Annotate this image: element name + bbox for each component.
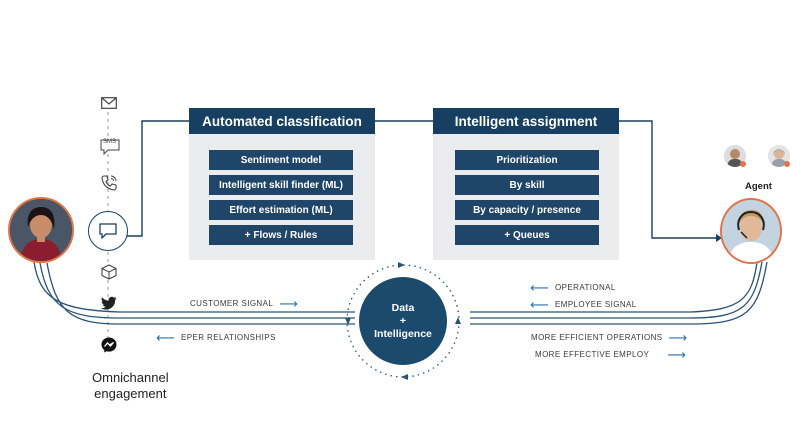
- chat-icon: [99, 223, 117, 239]
- phone-icon: [100, 174, 118, 192]
- center-line-3: Intelligence: [374, 327, 432, 340]
- effective-employ-text: MORE EFFECTIVE EMPLOY: [535, 350, 650, 359]
- assignment-item: + Queues: [455, 225, 599, 245]
- classification-title: Automated classification: [189, 108, 375, 134]
- customer-relationships-text: EPER RELATIONSHIPS: [181, 333, 276, 342]
- twitter-icon: [100, 294, 118, 312]
- center-line-1: Data: [391, 301, 415, 314]
- chat-icon-circle: [88, 211, 128, 251]
- arrow-left-icon: ⟵: [530, 296, 550, 312]
- agent-label: Agent: [745, 181, 772, 192]
- center-line-2: +: [399, 314, 407, 327]
- arrow-right-icon: ⟶: [667, 346, 687, 362]
- status-dot: [740, 161, 746, 167]
- operational-text: OPERATIONAL: [555, 283, 616, 292]
- classification-item: Effort estimation (ML): [209, 200, 353, 220]
- omnichannel-line-1: Omnichannel: [92, 370, 169, 385]
- employee-signal-text: EMPLOYEE SIGNAL: [555, 300, 637, 309]
- efficient-operations-label: MORE EFFICIENT OPERATIONS ⟶: [531, 329, 688, 345]
- sms-icon-text: SMS: [103, 139, 117, 145]
- efficient-operations-text: MORE EFFICIENT OPERATIONS: [531, 333, 663, 342]
- assignment-item: By capacity / presence: [455, 200, 599, 220]
- effective-employ-label: MORE EFFECTIVE EMPLOY ⟶: [535, 346, 687, 362]
- employee-signal-label: ⟵ EMPLOYEE SIGNAL: [530, 296, 637, 312]
- sms-icon: SMS: [100, 138, 120, 156]
- customer-avatar: [8, 197, 74, 263]
- arrow-left-icon: ⟵: [530, 279, 550, 295]
- omnichannel-line-2: engagement: [94, 386, 167, 401]
- customer-relationships-label: ⟵ EPER RELATIONSHIPS: [156, 329, 276, 345]
- assignment-item: Prioritization: [455, 150, 599, 170]
- customer-signal-label: CUSTOMER SIGNAL ⟶: [190, 295, 299, 311]
- assignment-item: By skill: [455, 175, 599, 195]
- email-icon: [100, 94, 118, 112]
- classification-item: + Flows / Rules: [209, 225, 353, 245]
- classification-item: Sentiment model: [209, 150, 353, 170]
- classification-item: Intelligent skill finder (ML): [209, 175, 353, 195]
- customer-signal-text: CUSTOMER SIGNAL: [190, 299, 274, 308]
- operational-label: ⟵ OPERATIONAL: [530, 279, 616, 295]
- messenger-icon: [100, 336, 118, 354]
- arrow-left-icon: ⟵: [156, 329, 176, 345]
- assignment-title: Intelligent assignment: [433, 108, 619, 134]
- omnichannel-caption: Omnichannel engagement: [92, 370, 169, 402]
- agent-avatar: [720, 198, 782, 264]
- package-icon: [100, 263, 118, 281]
- arrow-right-icon: ⟶: [668, 329, 688, 345]
- arrow-right-icon: ⟶: [279, 295, 299, 311]
- data-intelligence-circle: Data + Intelligence: [359, 277, 447, 365]
- status-dot: [784, 161, 790, 167]
